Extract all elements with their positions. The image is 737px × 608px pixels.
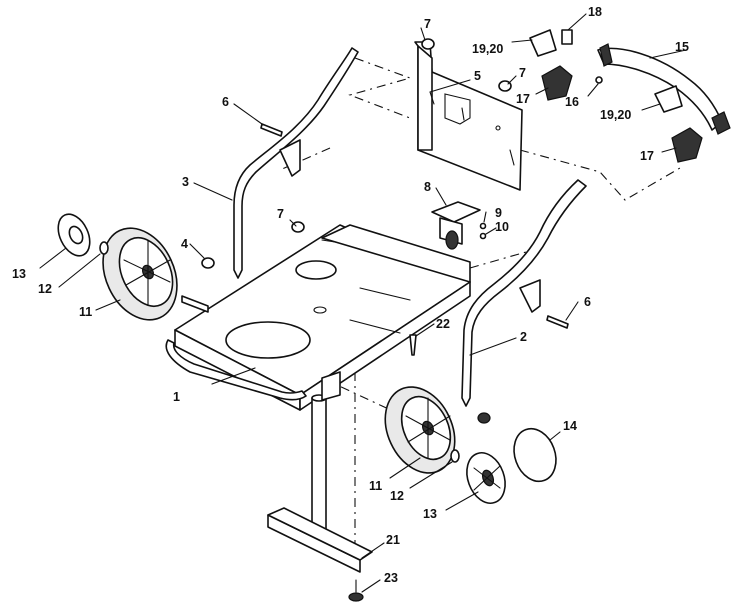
right-wheel	[384, 386, 456, 474]
left-wheel	[102, 227, 178, 321]
callout-15: 15	[675, 40, 689, 54]
washer-right	[450, 449, 460, 463]
leader-lines	[39, 13, 687, 593]
callout-5: 5	[474, 69, 481, 83]
callout-2: 2	[520, 330, 527, 344]
callout-3: 3	[182, 175, 189, 189]
right-handle-bar	[461, 179, 587, 407]
callout-19-20-bottom: 19,20	[600, 108, 631, 122]
callout-10: 10	[495, 220, 509, 234]
carry-handle	[597, 43, 731, 135]
callout-8: 8	[424, 180, 431, 194]
callout-9: 9	[495, 206, 502, 220]
frame-platform	[165, 224, 471, 411]
axle	[181, 295, 209, 313]
callout-11-left: 11	[79, 305, 92, 319]
callout-21: 21	[386, 533, 400, 547]
callout-1: 1	[173, 390, 180, 404]
caster	[431, 201, 487, 250]
callout-14: 14	[563, 419, 577, 433]
callout-12-right: 12	[390, 489, 404, 503]
callout-18: 18	[588, 5, 602, 19]
callout-6-right: 6	[584, 295, 591, 309]
callout-17-bottom: 17	[640, 149, 654, 163]
hubcap-right	[466, 452, 506, 504]
callout-23: 23	[384, 571, 398, 585]
callout-17-top: 17	[516, 92, 530, 106]
callout-11-right: 11	[369, 479, 382, 493]
callout-labels: 1 2 3 4 5 6 6 7 7 7 8 9 10 11 11 12 12 1…	[12, 5, 689, 585]
callout-6-left: 6	[222, 95, 229, 109]
washer-left	[99, 241, 109, 255]
callout-13-left: 13	[12, 267, 26, 281]
callout-19-20-top: 19,20	[472, 42, 503, 56]
callout-7-right: 7	[519, 66, 526, 80]
hubcap-left	[57, 213, 91, 257]
foot	[348, 579, 364, 602]
callout-13-right: 13	[423, 507, 437, 521]
stand-leg	[267, 371, 373, 573]
callout-7-left: 7	[277, 207, 284, 221]
cap-14	[513, 427, 557, 483]
callout-22: 22	[436, 317, 450, 331]
callout-4: 4	[181, 237, 188, 251]
back-panel	[414, 41, 523, 191]
left-handle-bar	[233, 47, 359, 279]
callout-12-left: 12	[38, 282, 52, 296]
bolts	[260, 123, 569, 356]
callout-16: 16	[565, 95, 579, 109]
callout-7-top: 7	[424, 17, 431, 31]
